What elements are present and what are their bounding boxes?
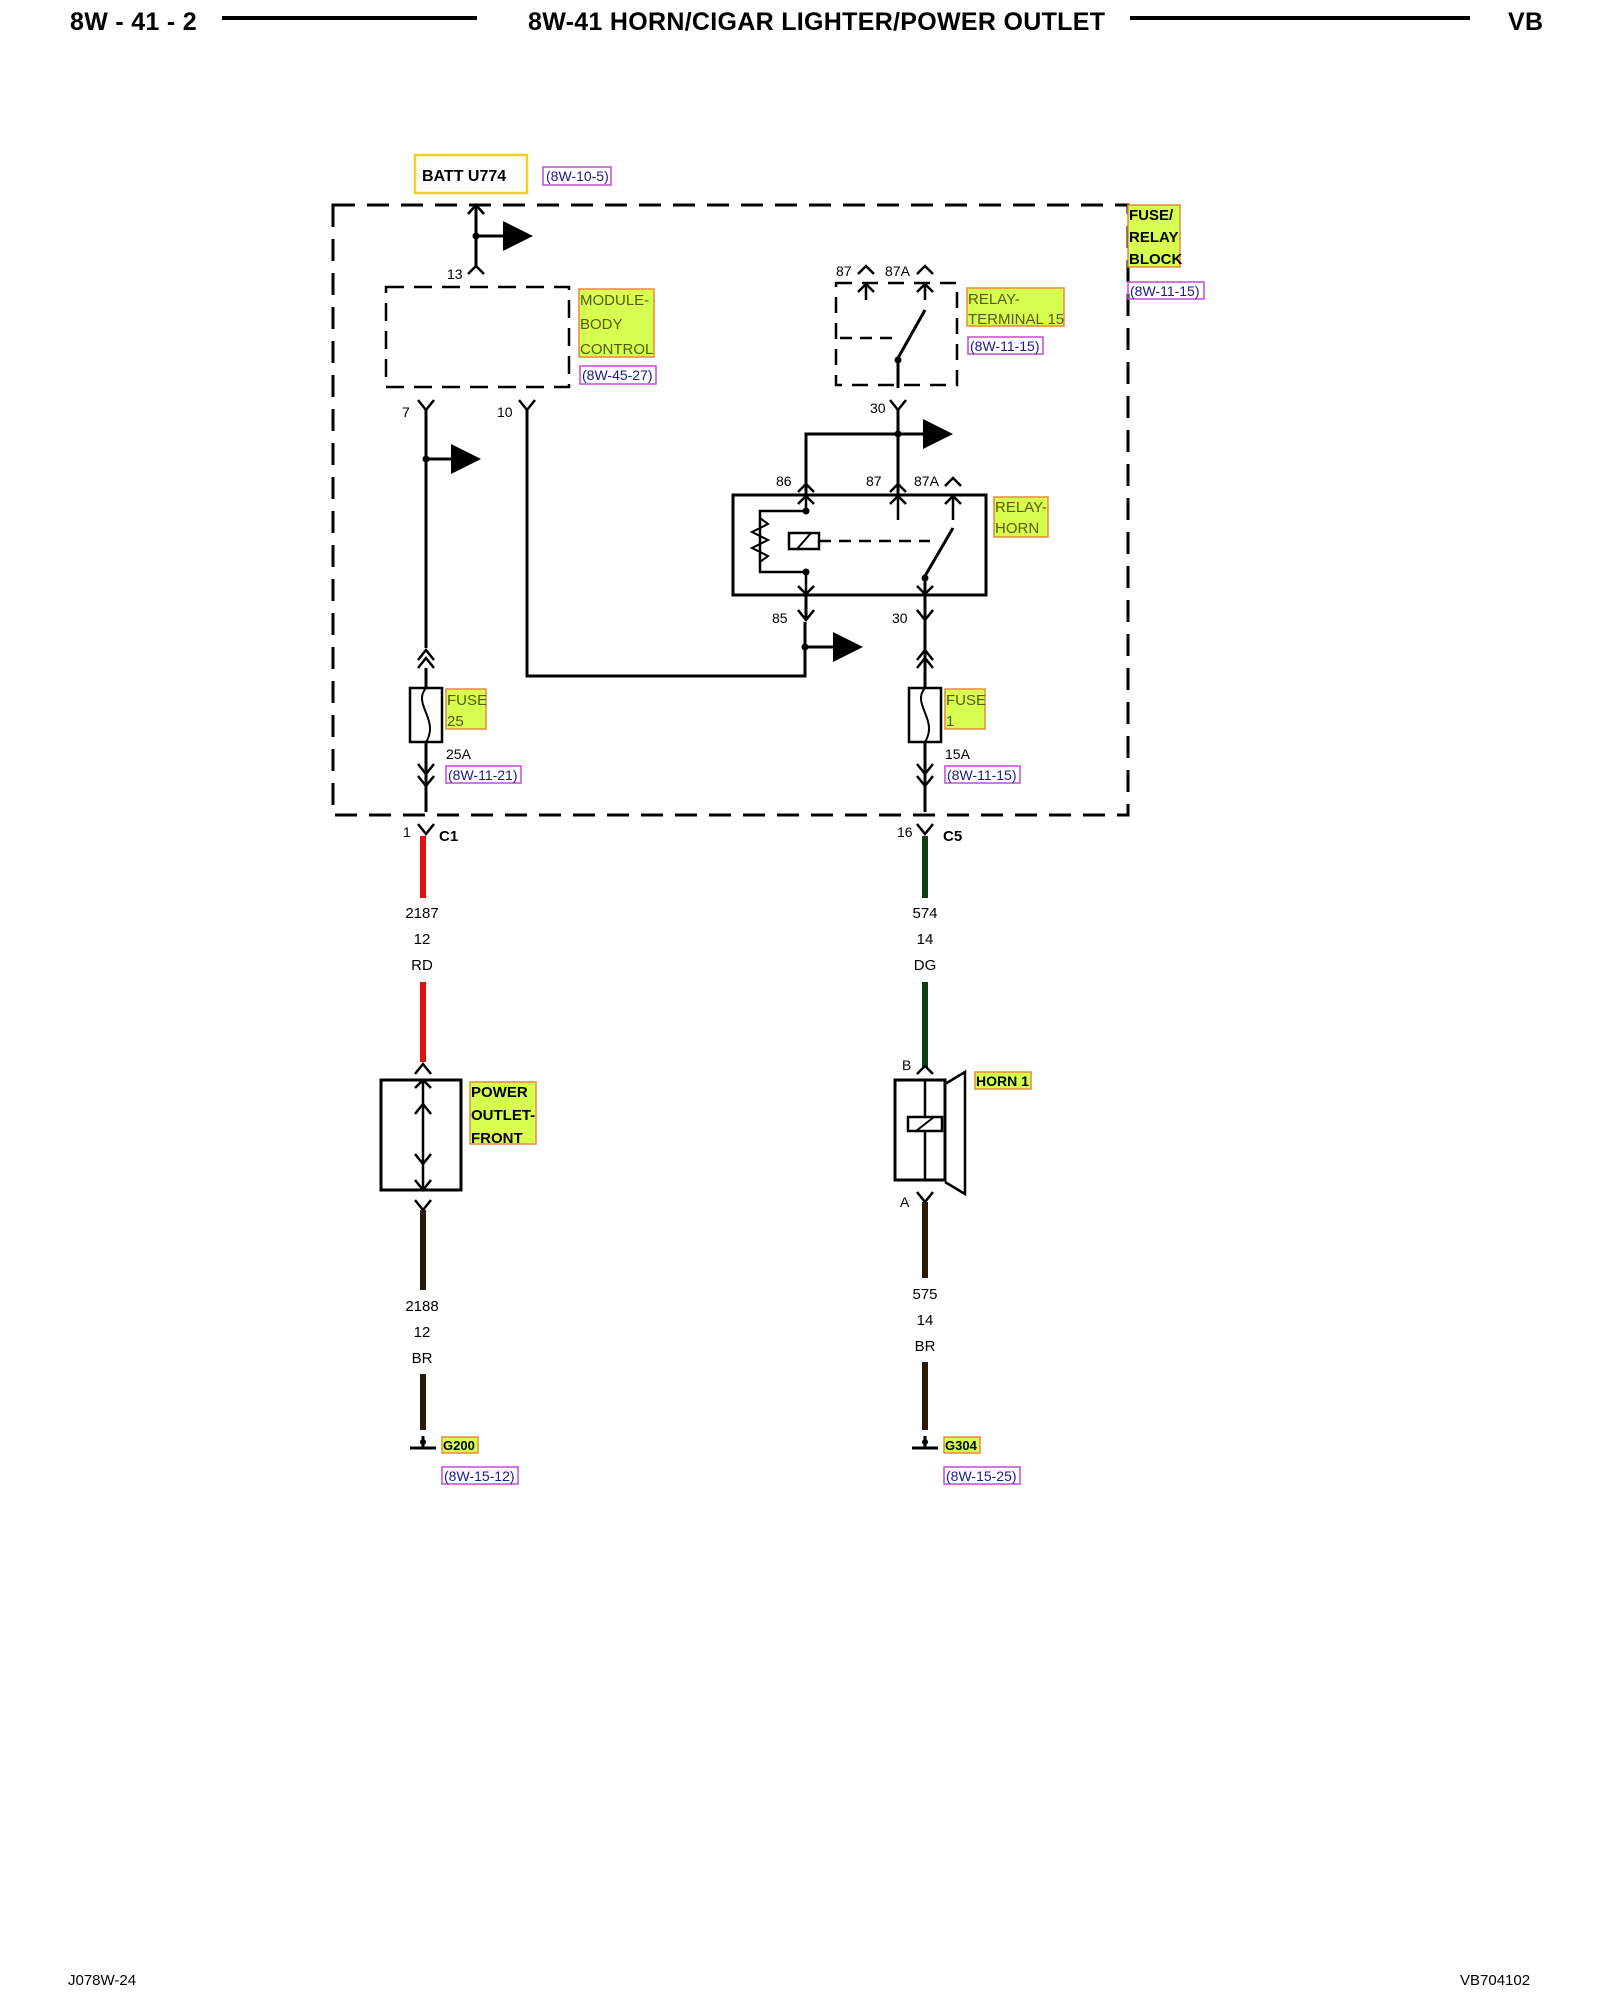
module-body-control-ref: (8W-45-27) — [579, 365, 657, 385]
svg-text:POWER: POWER — [471, 1084, 528, 1101]
page-title: 8W-41 HORN/CIGAR LIGHTER/POWER OUTLET — [528, 8, 1106, 36]
svg-text:OUTLET-: OUTLET- — [471, 1107, 535, 1124]
relay-horn-pin-87a: 87A — [914, 473, 940, 489]
wire-2187-circuit: 2187 — [405, 905, 438, 922]
wire-2187-color: RD — [411, 957, 433, 974]
svg-text:BLOCK: BLOCK — [1129, 251, 1182, 268]
relay-horn-pin-30: 30 — [892, 610, 908, 626]
relay-t15-pin-87a: 87A — [885, 263, 911, 279]
horn-bell — [944, 1069, 967, 1197]
horn-pin-b: B — [902, 1057, 911, 1073]
svg-text:HORN 1: HORN 1 — [976, 1073, 1029, 1089]
connector-c1-name: C1 — [439, 828, 458, 845]
svg-text:FRONT: FRONT — [471, 1130, 523, 1147]
svg-text:(8W-11-15): (8W-11-15) — [1130, 283, 1200, 299]
svg-text:G304: G304 — [945, 1438, 978, 1453]
wire-575-color: BR — [915, 1338, 936, 1355]
wire-2188-circuit: 2188 — [405, 1298, 438, 1315]
relay-horn-label: RELAY- HORN — [993, 496, 1049, 538]
ground-g304-label: G304 — [943, 1436, 981, 1454]
relay-terminal-15-label: RELAY- TERMINAL 15 — [966, 287, 1065, 328]
svg-text:(8W-15-25): (8W-15-25) — [946, 1468, 1017, 1484]
wire-575-circuit: 575 — [912, 1286, 937, 1303]
power-outlet-box — [379, 1078, 463, 1192]
svg-text:CONTROL: CONTROL — [580, 341, 653, 358]
fuse-relay-block-label: FUSE/ RELAY BLOCK — [1127, 204, 1182, 268]
relay-horn-pin-86: 86 — [776, 473, 792, 489]
relay-t15-pin-30: 30 — [870, 400, 886, 416]
fuse-25-rating: 25A — [446, 746, 472, 762]
connector-c5-name: C5 — [943, 828, 962, 845]
fuse-1-ref: (8W-11-15) — [944, 765, 1021, 784]
relay-terminal-15-ref: (8W-11-15) — [967, 336, 1044, 355]
wire-2188-gauge: 12 — [414, 1324, 431, 1341]
svg-text:FUSE: FUSE — [447, 692, 487, 709]
batt-label: BATT U774 — [422, 168, 506, 185]
svg-text:RELAY: RELAY — [1129, 229, 1178, 246]
bcm-pin-10: 10 — [497, 404, 513, 420]
svg-text:RELAY-: RELAY- — [968, 291, 1020, 308]
svg-text:RELAY-: RELAY- — [995, 499, 1047, 516]
svg-text:BODY: BODY — [580, 316, 623, 333]
svg-text:(8W-15-12): (8W-15-12) — [444, 1468, 515, 1484]
page-number: 8W - 41 - 2 — [70, 8, 197, 36]
horn-pin-a: A — [900, 1194, 910, 1210]
wire-2187-gauge: 12 — [414, 931, 431, 948]
bcm-pin-7: 7 — [402, 404, 410, 420]
module-body-control-box — [384, 285, 571, 389]
relay-terminal-15-box — [834, 281, 959, 387]
wire-574-gauge: 14 — [917, 931, 934, 948]
svg-text:G200: G200 — [443, 1438, 475, 1453]
relay-t15-output-wire — [804, 410, 900, 497]
svg-text:(8W-45-27): (8W-45-27) — [582, 367, 653, 383]
horn-label: HORN 1 — [974, 1071, 1032, 1090]
module-body-control-label: MODULE- BODY CONTROL — [578, 288, 655, 358]
svg-text:1: 1 — [946, 713, 954, 730]
fuse-1-label: FUSE 1 — [944, 688, 986, 730]
ground-g200-label: G200 — [441, 1436, 479, 1454]
header-rule-left — [222, 16, 477, 20]
wire-574-color: DG — [914, 957, 937, 974]
wire-2188-color: BR — [412, 1350, 433, 1367]
footer-left-code: J078W-24 — [68, 1972, 137, 1989]
svg-text:(8W-10-5): (8W-10-5) — [546, 168, 609, 184]
relay-t15-pin-87: 87 — [836, 263, 852, 279]
relay-t15-switch — [896, 309, 927, 376]
ground-g200-ref: (8W-15-12) — [441, 1466, 519, 1485]
fuse-25-ref: (8W-11-21) — [445, 765, 522, 784]
header-rule-right — [1130, 16, 1470, 20]
ground-g304-ref: (8W-15-25) — [943, 1466, 1021, 1485]
svg-text:(8W-11-15): (8W-11-15) — [970, 338, 1040, 354]
svg-text:25: 25 — [447, 713, 464, 730]
fuse-1-rating: 15A — [945, 746, 971, 762]
bcm-pin-13: 13 — [447, 266, 463, 282]
connector-c1-pin: 1 — [403, 824, 411, 840]
wire-574-circuit: 574 — [912, 905, 937, 922]
fuse-relay-block-outline — [331, 203, 1130, 817]
svg-text:MODULE-: MODULE- — [580, 292, 649, 309]
svg-text:TERMINAL 15: TERMINAL 15 — [968, 311, 1064, 328]
svg-text:HORN: HORN — [995, 520, 1039, 537]
svg-text:(8W-11-15): (8W-11-15) — [947, 767, 1017, 783]
svg-text:FUSE/: FUSE/ — [1129, 207, 1174, 224]
relay-horn-pin-85: 85 — [772, 610, 788, 626]
connector-c5-pin: 16 — [897, 824, 913, 840]
svg-text:FUSE: FUSE — [946, 692, 986, 709]
power-outlet-label: POWER OUTLET- FRONT — [469, 1081, 537, 1147]
fuse-relay-block-ref: (8W-11-15) — [1127, 281, 1205, 300]
footer-right-code: VB704102 — [1460, 1972, 1531, 1989]
svg-text:(8W-11-21): (8W-11-21) — [448, 767, 518, 783]
wire-575-gauge: 14 — [917, 1312, 934, 1329]
relay-horn-pin-87: 87 — [866, 473, 882, 489]
batt-label-box: BATT U774 — [413, 153, 529, 195]
model-code: VB — [1508, 8, 1544, 36]
batt-ref: (8W-10-5) — [542, 166, 612, 186]
fuse-25-label: FUSE 25 — [445, 688, 487, 730]
